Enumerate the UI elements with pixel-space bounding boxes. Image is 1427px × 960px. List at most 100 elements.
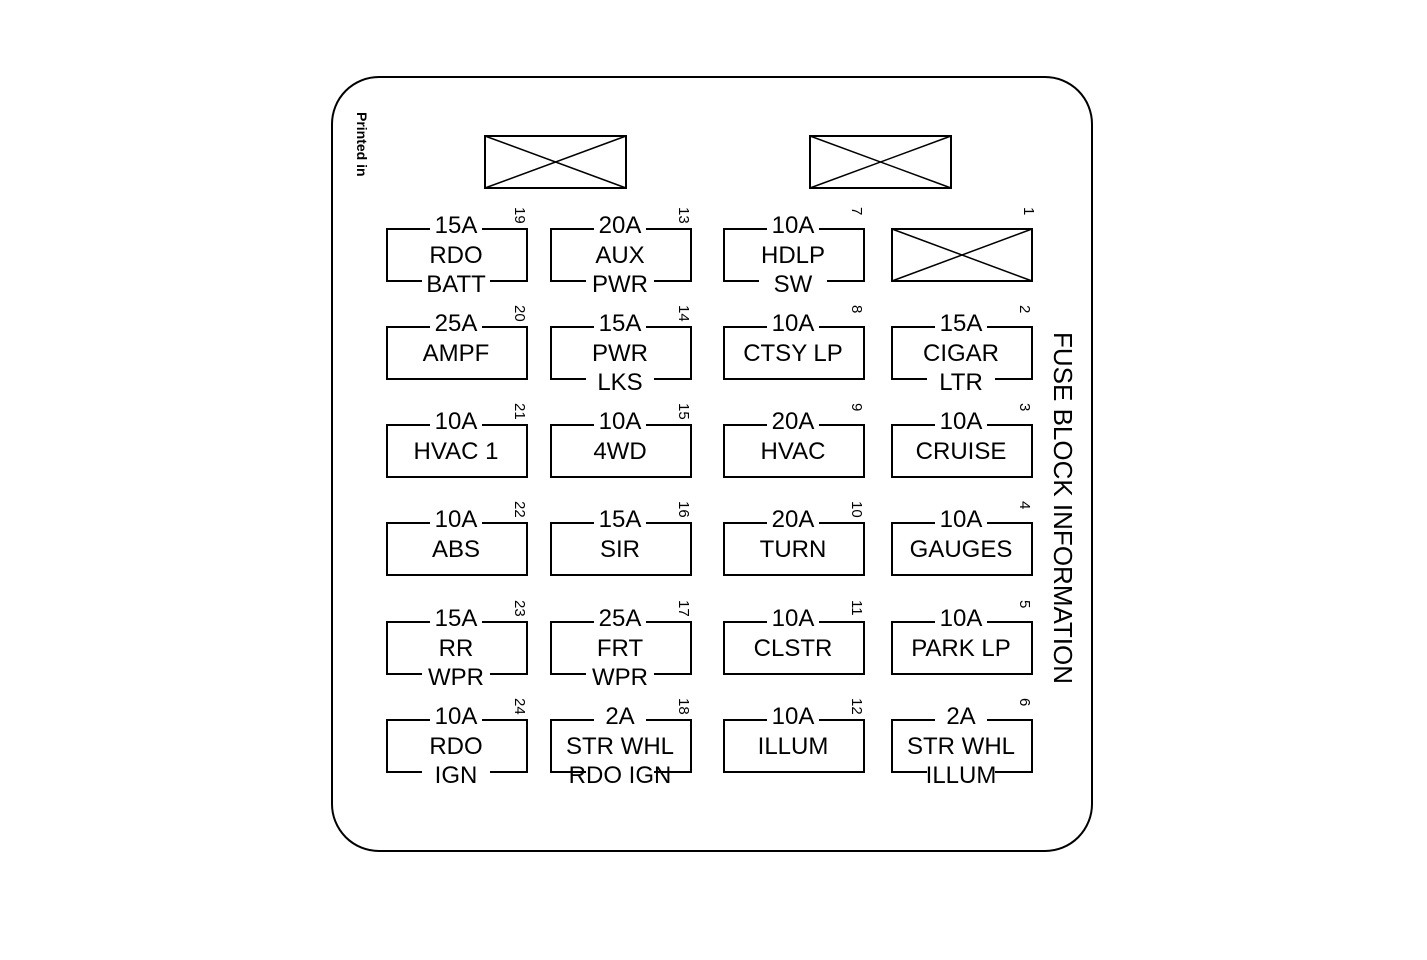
fuse-amperage: 10A [598,408,642,435]
fuse-amperage: 10A [771,703,815,730]
fuse-number: 9 [848,403,865,412]
fuse-label: STR WHL [566,733,674,760]
fuse-label-line2: WPR [428,664,484,691]
fuse-1: 1 [891,207,1037,283]
fuse-label: PARK LP [911,635,1011,662]
fuse-label: CRUISE [915,438,1007,465]
fuse-amperage: 10A [771,310,815,337]
fuse-22: 10A ABS 22 [386,501,528,577]
fuse-amperage: 15A [598,506,642,533]
fuse-number: 11 [848,600,865,616]
fuse-number: 13 [675,207,692,224]
fuse-amperage: 20A [771,408,815,435]
fuse-label-line2: BATT [426,271,486,298]
fuse-label: RDO [429,242,483,269]
fuse-number: 17 [675,600,692,617]
fuse-label-line2: IGN [434,762,478,789]
fuse-amperage: 10A [939,605,983,632]
fuse-amperage: 25A [598,605,642,632]
fuse-15: 10A 4WD 15 [550,403,692,479]
fuse-label: HVAC 1 [413,438,499,465]
fuse-label: TURN [759,536,827,563]
fuse-number: 20 [511,305,528,322]
fuse-amperage: 10A [434,703,478,730]
fuse-label: PWR [592,340,648,367]
fuse-label: FRT [596,635,644,662]
fuse-amperage: 10A [434,408,478,435]
fuse-label: ILLUM [757,733,829,760]
fuse-label: ABS [431,536,481,563]
fuse-amperage: 15A [939,310,983,337]
fuse-20: 25A AMPF 20 [386,305,528,381]
fuse-amperage: 10A [771,212,815,239]
fuse-12: 10A ILLUM 12 [723,698,865,774]
fuse-number: 2 [1016,305,1033,314]
fuse-label: AUX [595,242,645,269]
fuse-amperage: 25A [434,310,478,337]
fuse-amperage: 15A [598,310,642,337]
fuse-11: 10A CLSTR 11 [723,600,865,676]
fuse-label-line2: LTR [939,369,983,396]
fuse-number: 3 [1016,403,1033,412]
fuse-amperage: 20A [771,506,815,533]
fuse-4: 10A GAUGES 4 [891,501,1033,577]
fuse-amperage: 10A [939,506,983,533]
fuse-label: RR [438,635,474,662]
fuse-label: 4WD [593,438,647,465]
fuse-number: 21 [511,403,528,420]
fuse-amperage: 2A [946,703,976,730]
fuse-label-line2: WPR [592,664,648,691]
fuse-number: 19 [511,207,528,224]
fuse-number: 15 [675,403,692,420]
fuse-21: 10A HVAC 1 21 [386,403,528,479]
fuse-block-title: FUSE BLOCK INFORMATION [1048,332,1078,684]
fuse-label: GAUGES [909,536,1013,563]
fuse-number: 6 [1016,698,1033,707]
fuse-amperage: 2A [605,703,635,730]
fuse-number: 4 [1016,501,1033,510]
fuse-number: 1 [1020,207,1037,216]
fuse-amperage: 10A [939,408,983,435]
fuse-number: 23 [511,600,528,617]
fuse-amperage: 10A [434,506,478,533]
fuse-label: RDO [429,733,483,760]
fuse-number: 7 [848,207,865,216]
fuse-label: CLSTR [753,635,833,662]
fuse-label-line2: LKS [597,369,643,396]
fuse-label-line2: PWR [592,271,648,298]
fuse-label-line2: RDO IGN [568,762,672,789]
fuse-label: AMPF [422,340,490,367]
fuse-number: 12 [848,698,865,715]
fuse-label: CTSY LP [743,340,843,367]
fuse-amperage: 15A [434,212,478,239]
fuse-3: 10A CRUISE 3 [891,403,1033,479]
fuse-amperage: 15A [434,605,478,632]
fuse-number: 18 [675,698,692,715]
fuse-number: 16 [675,501,692,518]
fuse-number: 14 [675,305,692,322]
fuse-number: 8 [848,305,865,314]
fuse-number: 24 [511,698,528,715]
fuse-amperage: 10A [771,605,815,632]
fuse-number: 22 [511,501,528,518]
fuse-label: SIR [599,536,640,563]
fuse-label: HDLP [760,242,826,269]
fuse-16: 15A SIR 16 [550,501,692,577]
fuse-label: CIGAR [922,340,999,367]
relay-slot-left [484,135,627,189]
fuse-number: 10 [848,501,865,518]
fuse-label-line2: SW [773,271,813,298]
fuse-label: STR WHL [907,733,1015,760]
